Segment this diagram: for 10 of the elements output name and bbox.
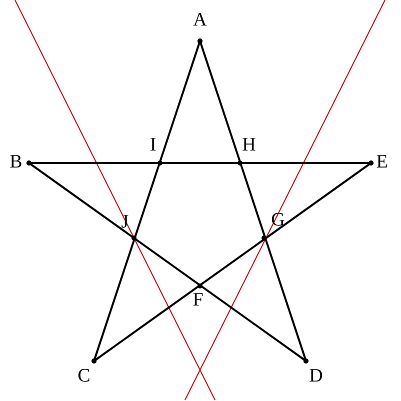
point-label: E	[376, 152, 388, 172]
point-label: B	[10, 152, 22, 172]
line-segment	[26, 160, 308, 364]
point-label: I	[150, 136, 156, 154]
point-label: H	[242, 136, 256, 154]
point-label: C	[78, 366, 90, 386]
point-label: A	[193, 10, 207, 30]
line-segment	[92, 160, 374, 364]
point-label: F	[192, 290, 204, 310]
point-label: D	[309, 366, 323, 386]
